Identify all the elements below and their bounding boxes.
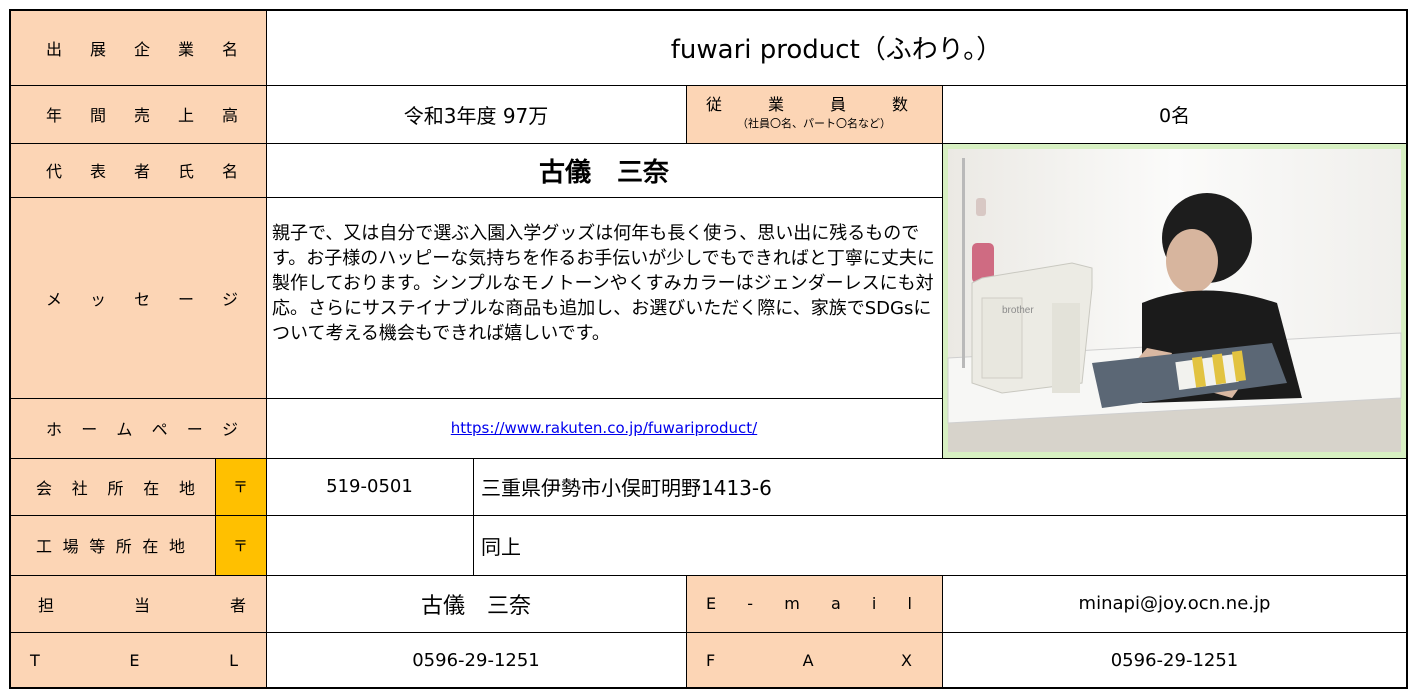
rule-row7 <box>10 575 1407 576</box>
label-homepage: ホームページ <box>10 398 266 458</box>
rule-col-mid-b <box>686 575 687 688</box>
rule-col-label <box>266 10 267 688</box>
employees-value: 0名 <box>1158 104 1191 127</box>
rule-row8 <box>10 632 1407 633</box>
email-value: minapi@joy.ocn.ne.jp <box>1078 593 1271 614</box>
photo-sewing-person: brother <box>947 149 1402 452</box>
label-contact-person: 担当者 <box>10 575 266 632</box>
label-representative: 代表者氏名 <box>10 143 266 197</box>
rule-row4 <box>10 398 942 399</box>
label-factory-address: 工場等所在地 <box>10 515 215 575</box>
rule-col-postal-mark <box>215 458 216 575</box>
contact-person-value: 古儀 三奈 <box>420 593 531 619</box>
company-name-value: fuwari product（ふわり。） <box>670 35 1003 65</box>
annual-sales-value: 令和3年度 97万 <box>403 103 549 128</box>
office-postal-value: 519-0501 <box>326 476 413 497</box>
office-postal-mark: 〒 <box>215 458 266 515</box>
label-company-name: 出展企業名 <box>10 10 266 85</box>
homepage-cell: https://www.rakuten.co.jp/fuwariproduct/ <box>266 398 942 458</box>
message-value: 親子で、又は自分で選ぶ入園入学グッズは何年も長く使う、思い出に残るものです。お子… <box>266 197 942 398</box>
label-employees-note: （社員〇名、パート〇名など） <box>737 117 891 130</box>
rule-col-mid-a <box>686 85 687 143</box>
rule-row3 <box>10 197 942 198</box>
message-text: 親子で、又は自分で選ぶ入園入学グッズは何年も長く使う、思い出に残るものです。お子… <box>272 223 935 344</box>
rule-row1 <box>10 85 1407 86</box>
rule-col-right-b <box>942 575 943 688</box>
label-message: メッセージ <box>10 197 266 398</box>
rule-row5 <box>10 458 1407 459</box>
fax-value: 0596-29-1251 <box>1110 649 1239 671</box>
rule-row2 <box>10 143 1407 144</box>
rule-col-right-a <box>942 85 943 458</box>
rule-col-postal <box>473 458 474 575</box>
office-address-value: 三重県伊勢市小俣町明野1413-6 <box>481 476 772 500</box>
homepage-link[interactable]: https://www.rakuten.co.jp/fuwariproduct/ <box>450 419 758 437</box>
photo-frame: brother <box>942 143 1407 458</box>
factory-address-value: 同上 <box>481 534 521 559</box>
rule-row6 <box>10 515 1407 516</box>
representative-value: 古儀 三奈 <box>538 157 669 188</box>
svg-text:brother: brother <box>1002 305 1034 316</box>
label-employees: 従業員数 （社員〇名、パート〇名など） <box>686 85 942 143</box>
factory-postal-mark: 〒 <box>215 515 266 575</box>
border-bottom <box>9 687 1408 689</box>
border-right <box>1406 9 1408 689</box>
tel-value: 0596-29-1251 <box>412 649 540 671</box>
label-annual-sales: 年間売上高 <box>10 85 266 143</box>
border-top <box>9 9 1408 11</box>
label-employees-text: 従業員数 <box>706 95 908 114</box>
border-left <box>9 9 11 689</box>
label-office-address: 会社所在地 <box>10 458 215 515</box>
factory-postal-value <box>266 515 473 575</box>
